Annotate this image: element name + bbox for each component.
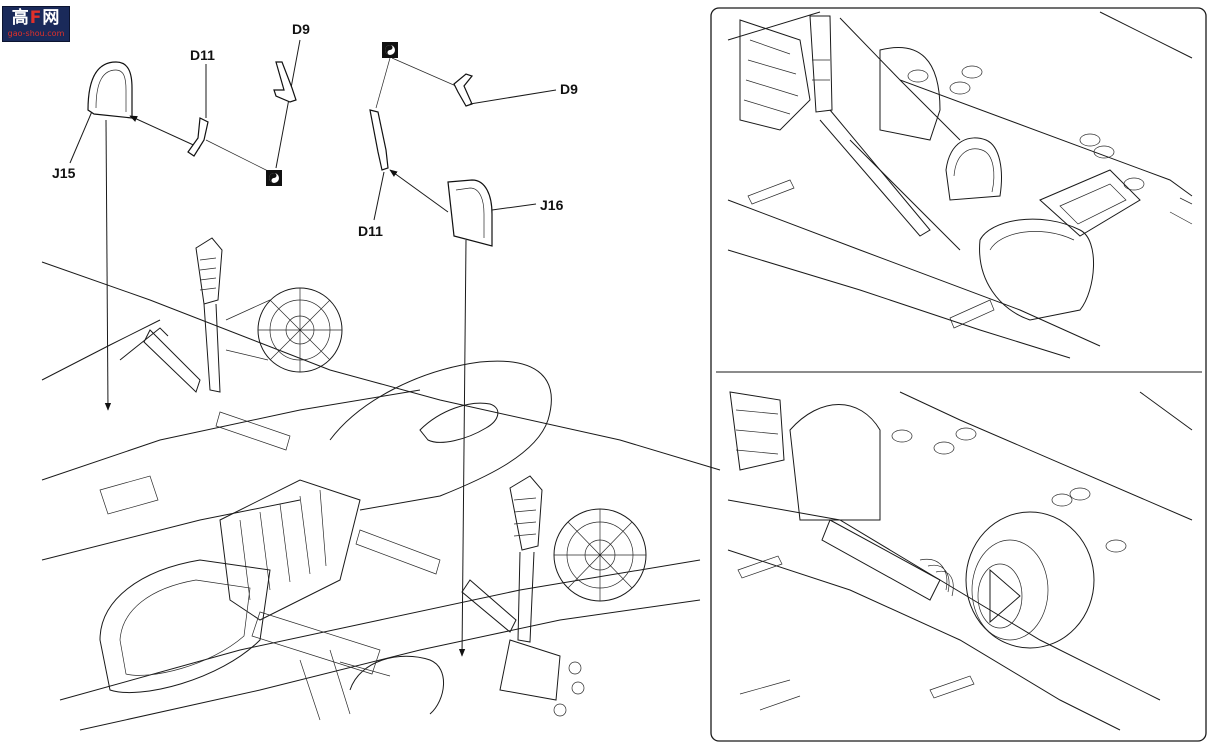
part-d11-right	[369, 109, 389, 171]
leader-j16	[491, 203, 537, 211]
main-assembly-view: J15 D11 D9	[41, 21, 721, 731]
detail-view-top	[727, 11, 1193, 359]
glue-symbol-icon	[382, 42, 398, 58]
leader-glue-d11	[375, 57, 391, 109]
part-j16	[447, 179, 493, 247]
label-d9-left: D9	[292, 21, 310, 37]
label-j15: J15	[52, 165, 76, 181]
watermark-char-2: F	[29, 8, 43, 28]
engine-left	[119, 237, 343, 393]
part-d11-left	[187, 117, 209, 157]
watermark-url: gao-shou.com	[7, 29, 65, 38]
part-d9-right	[453, 73, 474, 107]
engine-right	[461, 475, 647, 717]
part-j15	[87, 61, 133, 119]
leader-d9-left	[275, 39, 301, 169]
label-d9-right: D9	[560, 81, 578, 97]
glue-symbol-icon	[266, 170, 282, 186]
inset-frame	[710, 7, 1207, 742]
watermark-logo: 高F网 gao-shou.com	[2, 6, 70, 42]
watermark-char-1: 高	[11, 8, 30, 28]
leader-d11-right	[373, 171, 385, 221]
leader-glue-d9	[391, 57, 457, 87]
arrow-d11-to-j15	[129, 115, 201, 149]
label-j16: J16	[540, 197, 564, 213]
part-d9-left	[273, 61, 297, 103]
detail-view-bottom	[727, 391, 1193, 731]
watermark-char-3: 网	[42, 8, 61, 28]
arrow-j16-placement	[458, 239, 467, 657]
airframe-wing-center	[41, 261, 721, 731]
leader-d9-right	[469, 89, 557, 105]
label-d11-left: D11	[190, 47, 215, 63]
leader-d11-glue	[205, 139, 271, 173]
label-d11-right: D11	[358, 223, 383, 239]
arrow-j16-to-d11	[389, 169, 449, 213]
detail-inset-panel	[710, 7, 1207, 742]
arrow-j15-placement	[104, 119, 112, 411]
watermark-title: 高F网	[3, 8, 69, 28]
